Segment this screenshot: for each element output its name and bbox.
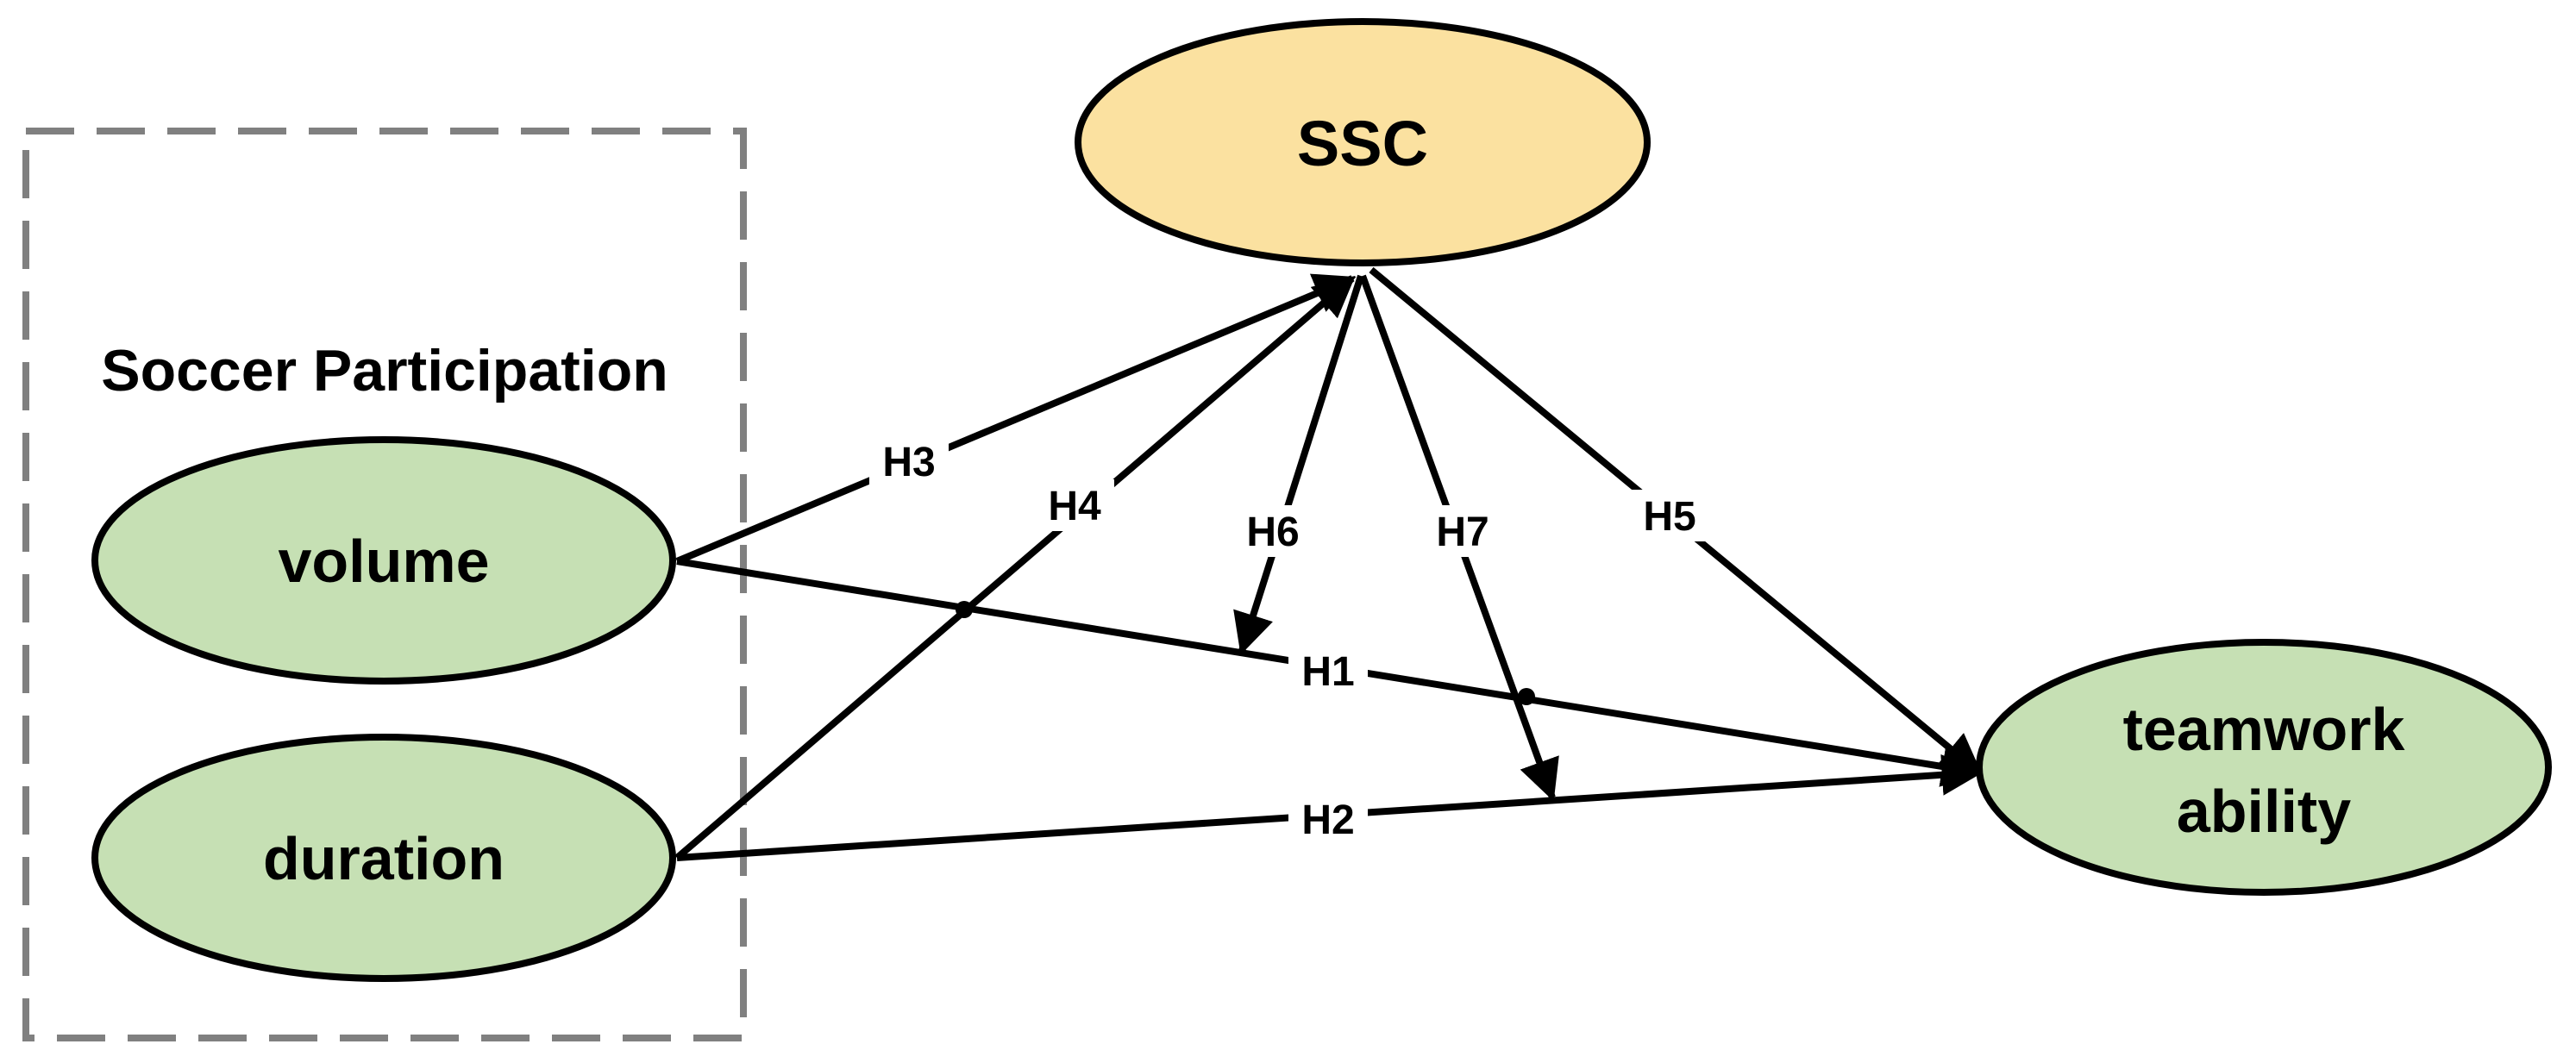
node-duration: duration [91, 734, 676, 982]
ssc-ellipse [1075, 18, 1651, 266]
group-label-background [41, 328, 730, 414]
edge-label-h5: H5 [1630, 490, 1709, 541]
node-ssc: SSC [1075, 18, 1651, 266]
edge-label-h7: H7 [1423, 505, 1502, 557]
edge-label-h4: H4 [1035, 479, 1114, 531]
crossing-dot [1518, 688, 1535, 705]
edge-h4 [674, 275, 1356, 861]
teamwork-label-line2: ability [2177, 778, 2351, 845]
crossing-dot [956, 601, 973, 618]
edge-h6 [1233, 274, 1364, 655]
ssc-label: SSC [1297, 108, 1428, 179]
duration-ellipse [91, 734, 676, 982]
svg-text:H3: H3 [882, 440, 935, 485]
node-volume: volume [91, 436, 676, 685]
svg-text:H7: H7 [1436, 510, 1489, 555]
volume-label: volume [278, 528, 489, 595]
svg-text:H4: H4 [1048, 484, 1101, 529]
svg-text:H1: H1 [1301, 649, 1354, 695]
edge-label-h3: H3 [869, 435, 949, 487]
edge-label-h2: H2 [1288, 793, 1368, 845]
teamwork-ellipse [1976, 639, 2552, 896]
edge-label-h6: H6 [1233, 505, 1313, 557]
edge-h3 [675, 273, 1357, 565]
svg-text:H5: H5 [1643, 494, 1695, 540]
group-label: Soccer Participation [101, 338, 668, 403]
node-teamwork-ability: teamwork ability [1976, 639, 2552, 896]
edge-label-h1: H1 [1288, 645, 1368, 697]
svg-text:H2: H2 [1301, 797, 1354, 843]
teamwork-label-line1: teamwork [2123, 696, 2405, 763]
svg-text:H6: H6 [1246, 510, 1299, 555]
volume-ellipse [91, 436, 676, 685]
duration-label: duration [263, 825, 505, 892]
soccer-participation-group-box [22, 128, 747, 1041]
